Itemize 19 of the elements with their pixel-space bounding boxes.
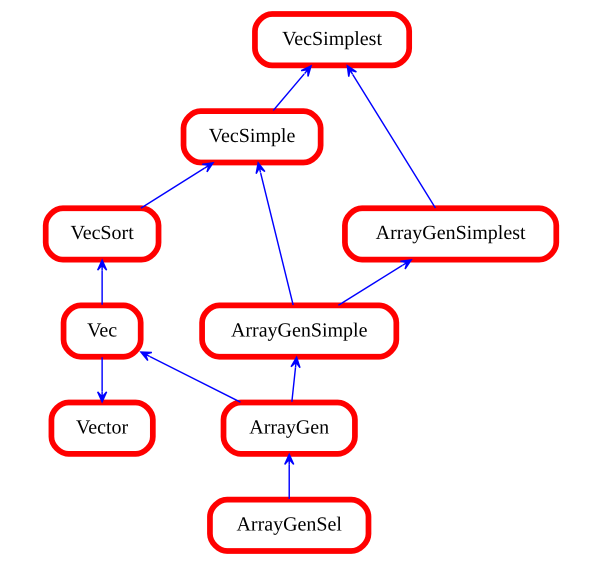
arrow [140,351,240,403]
node-box: VecSort [42,205,161,262]
arrow [290,356,300,402]
node-box: VecSimplest [252,11,412,68]
arrow [338,259,412,306]
node-box: ArrayGenSimple [198,302,399,360]
node-box: Vector [48,400,156,457]
node-box: Vec [60,302,144,360]
arrow [96,357,107,403]
arrow [272,65,312,111]
node-box: ArrayGen [220,400,358,457]
arrow [96,259,107,305]
node-box: ArrayGenSel [206,496,371,554]
arrow [140,162,214,209]
node-box: VecSimple [180,108,323,166]
arrow [346,65,436,208]
arrow [254,162,294,306]
node-box: ArrayGenSimplest [342,205,559,262]
arrow [284,454,294,499]
